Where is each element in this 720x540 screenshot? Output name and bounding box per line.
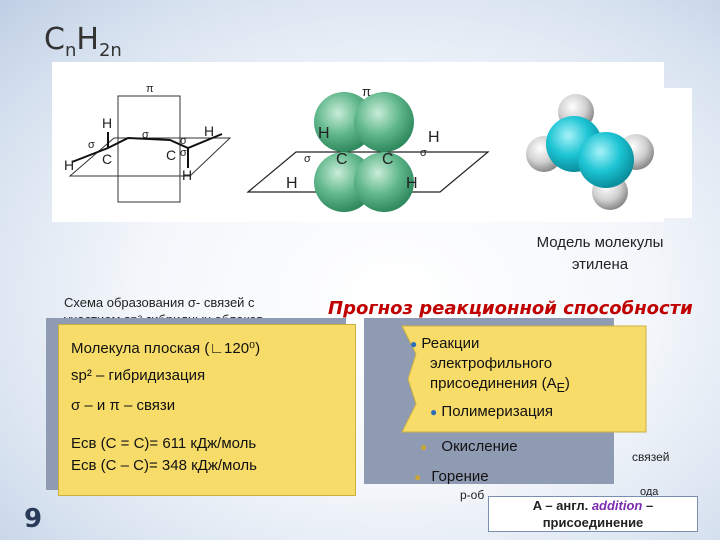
sigma-label-right-1: σ — [180, 135, 187, 147]
atom-h1: H — [102, 115, 112, 131]
orbital-lobe-top-right — [354, 92, 414, 152]
single-bond-energy-text: Eсв (C – C)= 348 кДж/моль — [71, 457, 257, 474]
model-caption-line2: этилена — [571, 256, 629, 273]
reaction-item-1: ● Реакции — [410, 334, 640, 354]
addition-line2: присоединение — [542, 515, 644, 530]
atom-h3: H — [204, 123, 214, 139]
atom-h8: H — [406, 175, 418, 192]
atom-h7: H — [286, 175, 298, 192]
pi-label-2: π — [362, 84, 371, 99]
addition-dash: – — [642, 498, 654, 513]
sigma-label-right-2: σ — [180, 147, 187, 159]
addition-line1: A – англ. addition – — [489, 497, 697, 514]
sigma-label-2a: σ — [304, 153, 311, 165]
model-caption: Модель молекулы этилена — [500, 232, 700, 276]
reaction-item-1-line2: электрофильного — [430, 355, 553, 372]
addition-prefix: A – англ. — [532, 498, 592, 513]
atom-h2: H — [64, 157, 74, 173]
bullet-icon: ● — [410, 337, 418, 351]
formula-c: C — [44, 22, 65, 57]
orbital-lobe-bottom-right — [354, 152, 414, 212]
formula-n: n — [64, 40, 77, 61]
bullet-icon: ● — [414, 470, 422, 484]
formula-title: CnH2n — [44, 22, 122, 61]
sigma-label-left: σ — [88, 139, 95, 151]
model-caption-line1: Модель молекулы — [536, 234, 664, 251]
reaction-item-1-sub: E — [556, 381, 565, 395]
prognoz-title: Прогноз реакционной способности — [328, 298, 693, 319]
atom-h6: H — [428, 129, 440, 146]
sigma-label-center: σ — [142, 129, 149, 141]
properties-note: Молекула плоская (∟120⁰) sp² – гибридиза… — [58, 324, 356, 496]
pi-plane — [117, 95, 181, 203]
reaction-item-3: ● Окисление — [420, 438, 518, 455]
partial-text-svyazey: связей — [632, 450, 670, 464]
reaction-item-3-text: Окисление — [441, 438, 518, 455]
addition-word: addition — [591, 498, 643, 513]
schema-caption-line1: Схема образования σ- связей с — [64, 295, 255, 310]
slide-number: 9 — [24, 504, 43, 534]
atom-c2: C — [166, 147, 176, 163]
orbital-scheme-diagram: π σ σ σ σ H C H C H H — [64, 83, 232, 203]
bullet-icon: ● — [430, 405, 438, 419]
reaction-item-1-line1: Реакции — [421, 335, 480, 352]
atom-c4: C — [382, 151, 394, 168]
pi-label: π — [146, 83, 154, 95]
double-bond-energy-text: Eсв (C = C)= 611 кДж/моль — [71, 435, 257, 452]
carbon-atom-2 — [578, 132, 634, 188]
formula-h: H — [76, 22, 99, 57]
arrow-shape — [401, 325, 647, 433]
pi-orbital-diagram: π H H C C σ σ H H — [246, 84, 490, 212]
reactions-list: ● Реакции электрофильного присоединения … — [410, 334, 640, 422]
hybridization-text: sp² – гибридизация — [71, 367, 206, 384]
addition-definition-box: A – англ. addition – присоединение — [488, 496, 698, 532]
partial-text-oda: ода — [640, 486, 659, 498]
formula-2n: 2n — [98, 40, 122, 61]
reaction-item-2-text: Полимеризация — [441, 403, 554, 420]
reaction-item-1-close: ) — [564, 375, 570, 392]
atom-h5: H — [318, 125, 330, 142]
partial-text-p-obl: р-об — [460, 488, 485, 502]
reaction-item-1-line3: присоединения (AE) — [410, 374, 640, 398]
reaction-item-4-text: Горение — [431, 468, 489, 485]
reaction-item-2: ● Полимеризация — [410, 402, 640, 422]
ethylene-model — [526, 94, 654, 210]
bullet-icon: ● — [420, 440, 428, 454]
sigma-label-2b: σ — [420, 147, 427, 159]
reactions-arrow-note — [401, 325, 647, 433]
reaction-item-4: ● Горение — [414, 468, 489, 485]
bond-line — [71, 133, 223, 163]
atom-c3: C — [336, 151, 348, 168]
atom-h4: H — [182, 167, 192, 183]
planar-molecule-text: Молекула плоская (∟120⁰) — [71, 340, 261, 357]
atom-c1: C — [102, 151, 112, 167]
reaction-item-1-line3-text: присоединения (A — [430, 375, 557, 392]
bond-types-text: σ – и π – связи — [71, 397, 176, 414]
